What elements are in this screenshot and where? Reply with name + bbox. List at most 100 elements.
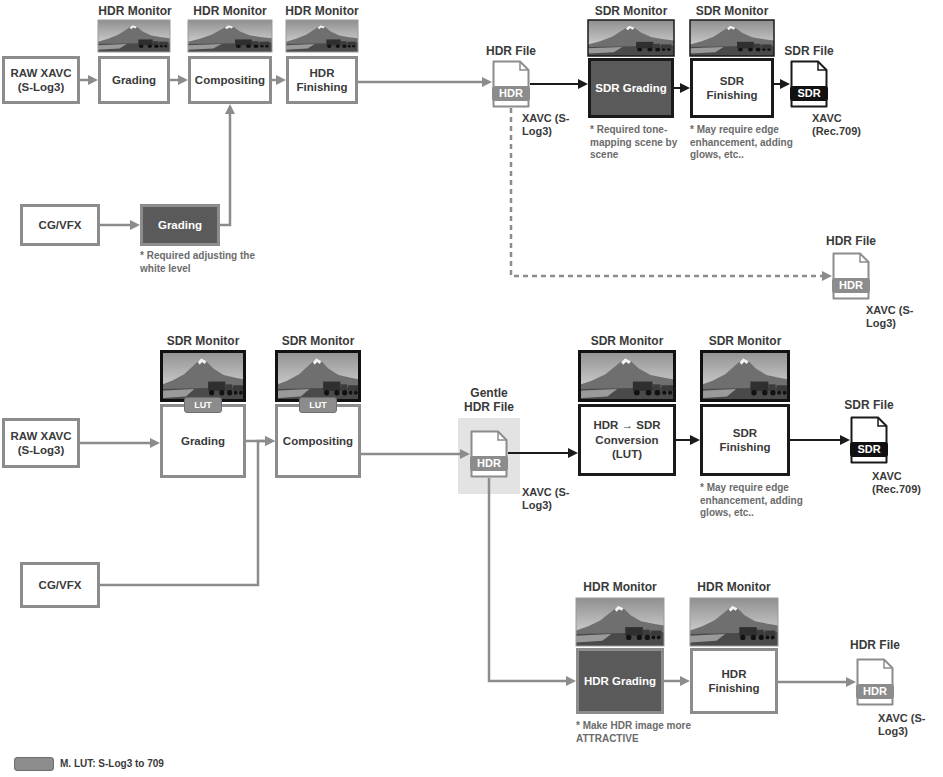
file-label-holder: Gentle HDR File (458, 386, 520, 414)
monitor-label: HDR Monitor (85, 4, 185, 18)
file-badge-text: HDR (470, 456, 508, 471)
monitor-label-holder: SDR Monitor (581, 4, 681, 18)
process-box: HDR Grading (576, 648, 664, 714)
flow-arrow (790, 439, 842, 441)
monitor-image (160, 350, 246, 402)
flow-arrow (170, 79, 180, 82)
file-label: HDR File (816, 234, 886, 248)
monitor-frame (588, 20, 674, 56)
process-box: Compositing (188, 56, 272, 104)
box-text: SDR Finishing (706, 426, 784, 455)
monitor-frame (98, 20, 170, 52)
monitor-image (275, 350, 361, 402)
flow-arrow (508, 452, 570, 454)
monitor-image (98, 20, 170, 52)
file-icon: SDR (850, 416, 888, 464)
monitor-label: SDR Monitor (268, 334, 368, 348)
note-holder: * May require edge enhancement, adding g… (700, 482, 812, 520)
legend-text: M. LUT: S-Log3 to 709 (60, 757, 164, 771)
monitor-image (286, 20, 358, 52)
file-icon: HDR (492, 60, 530, 108)
monitor-frame (702, 352, 789, 401)
lut-badge: LUT (299, 397, 337, 413)
monitor-label-holder: SDR Monitor (695, 334, 795, 348)
file-icon: HDR (832, 252, 870, 300)
box-text: CG/VFX (26, 578, 94, 592)
monitor-frame (690, 20, 774, 56)
note-holder: * Required adjusting the white level (140, 250, 264, 275)
box-text: CG/VFX (26, 218, 94, 232)
monitor-label: SDR Monitor (695, 334, 795, 348)
monitor-label: HDR Monitor (180, 4, 280, 18)
file-label: HDR File (476, 44, 546, 58)
lut-text: LUT (309, 401, 327, 410)
format-label: XAVC (Rec.709) (812, 112, 882, 138)
monitor-frame (286, 20, 358, 52)
process-box: Grading (140, 204, 220, 246)
process-box: SDR Finishing (700, 404, 790, 476)
flow-arrow (361, 453, 462, 456)
monitor-frame (576, 598, 664, 646)
monitor-image (576, 598, 664, 646)
box-text: HDR Grading (582, 674, 658, 688)
document-fold (860, 254, 869, 263)
box-text: RAW XAVC (S-Log3) (8, 66, 74, 95)
monitor-image (588, 20, 674, 56)
flow-arrow (272, 79, 278, 82)
flow-arrow (220, 112, 230, 225)
monitor-label-holder: HDR Monitor (272, 4, 372, 18)
monitor-label-holder: HDR Monitor (85, 4, 185, 18)
format-label: XAVC (S-Log3) (878, 712, 940, 738)
format-label: XAVC (S-Log3) (522, 486, 592, 512)
file-label: SDR File (774, 44, 844, 58)
format-label-holder: XAVC (Rec.709) (872, 470, 938, 496)
document-fold (878, 418, 887, 427)
process-box: GradingLUT (160, 404, 246, 478)
file-label-holder: SDR File (834, 398, 904, 412)
monitor-label-holder: SDR Monitor (153, 334, 253, 348)
box-text: Grading (146, 218, 214, 232)
file-label: SDR File (834, 398, 904, 412)
process-box: RAW XAVC (S-Log3) (2, 418, 80, 468)
note: * Required adjusting the white level (140, 250, 264, 275)
box-text: SDR Grading (594, 81, 668, 95)
flow-arrow (664, 680, 682, 683)
monitor-image (690, 598, 778, 646)
process-box: HDR Finishing (690, 648, 778, 714)
monitor-label: HDR Monitor (570, 580, 670, 594)
note: * Required tone-mapping scene by scene (590, 124, 684, 162)
flow-arrow (674, 87, 682, 89)
monitor-image (690, 20, 774, 56)
process-box: Grading (98, 56, 170, 104)
document-fold (818, 62, 827, 71)
monitor-label-holder: HDR Monitor (570, 580, 670, 594)
lut-text: LUT (194, 401, 212, 410)
format-label-holder: XAVC (S-Log3) (522, 486, 592, 512)
flow-arrow (100, 224, 132, 227)
monitor-label: HDR Monitor (272, 4, 372, 18)
note: * May require edge enhancement, adding g… (700, 482, 812, 520)
file-badge-text: HDR (492, 86, 530, 101)
monitor-label-holder: HDR Monitor (180, 4, 280, 18)
box-text: RAW XAVC (S-Log3) (8, 429, 74, 458)
document-fold (884, 660, 893, 669)
flow-arrow (80, 442, 152, 445)
monitor-label-holder: SDR Monitor (577, 334, 677, 348)
box-text: HDR Finishing (292, 66, 352, 95)
monitor-label: SDR Monitor (581, 4, 681, 18)
process-box: HDR → SDR Conversion (LUT) (578, 404, 676, 476)
process-box: HDR Finishing (286, 56, 358, 104)
monitor-label-holder: SDR Monitor (268, 334, 368, 348)
process-box: CompositingLUT (275, 404, 361, 478)
note: * Make HDR image more ATTRACTIVE (576, 720, 696, 745)
monitor-label: HDR Monitor (684, 580, 784, 594)
file-label-holder: HDR File (476, 44, 546, 58)
note-holder: * Required tone-mapping scene by scene (590, 124, 684, 162)
monitor-label: SDR Monitor (153, 334, 253, 348)
box-text: SDR Finishing (696, 74, 768, 103)
box-text: HDR → SDR Conversion (LUT) (584, 418, 670, 461)
legend-swatch (14, 757, 54, 771)
flow-arrow (358, 81, 484, 84)
